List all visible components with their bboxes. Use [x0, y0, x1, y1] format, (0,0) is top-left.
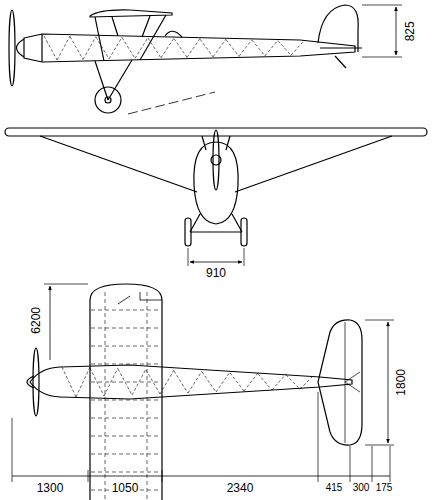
truss-line — [70, 37, 83, 60]
truss-line — [286, 375, 300, 389]
truss-line — [187, 39, 200, 58]
propeller-front — [213, 130, 219, 190]
truss-line — [216, 372, 230, 392]
front-view — [5, 128, 427, 266]
truss-line — [160, 370, 174, 394]
truss-line — [202, 372, 216, 392]
wing-rib — [91, 346, 161, 347]
dimension-label: 1050 — [111, 482, 140, 495]
truss-line — [148, 38, 161, 58]
wing-rib — [91, 418, 161, 419]
truss-line — [62, 367, 76, 397]
truss-line — [239, 40, 252, 57]
fuselage-front — [194, 142, 238, 224]
tailplane-plan — [318, 320, 362, 445]
truss-line — [44, 36, 57, 60]
cockpit — [165, 31, 182, 37]
truss-line — [57, 36, 70, 60]
truss-line — [83, 37, 96, 60]
wing-rib — [91, 436, 161, 437]
plan-view — [12, 284, 394, 500]
truss-line — [96, 37, 109, 59]
truss-line — [188, 371, 202, 393]
truss-line — [174, 371, 188, 393]
wing-rib — [91, 310, 161, 311]
fuselage — [24, 34, 355, 62]
truss-line — [122, 38, 135, 59]
wheel-front — [241, 218, 247, 246]
truss-line — [230, 373, 244, 391]
truss-line — [278, 41, 291, 56]
dimension-label: 910 — [205, 267, 227, 280]
wing-plan — [90, 284, 162, 500]
dimension-label: 175 — [375, 483, 394, 494]
wing-rib — [91, 454, 161, 455]
truss-line — [244, 373, 258, 391]
dimension-label: 825 — [404, 20, 417, 42]
wing-front — [5, 128, 427, 136]
side-view — [9, 5, 402, 114]
truss-line — [213, 39, 226, 57]
dimension-label: 6200 — [30, 306, 43, 335]
fin-rudder — [318, 5, 358, 52]
truss-line — [258, 374, 272, 390]
wheel — [95, 87, 121, 113]
truss-line — [291, 41, 304, 56]
truss-line — [135, 38, 148, 59]
truss-line — [174, 39, 187, 58]
wing-rib — [91, 364, 161, 365]
dimension-label: 1300 — [36, 482, 65, 495]
truss-line — [109, 37, 122, 59]
dimension-label: 2340 — [226, 482, 255, 495]
dimension-label: 300 — [352, 483, 371, 494]
truss-line — [252, 40, 265, 56]
truss-line — [200, 39, 213, 57]
truss-line — [226, 40, 239, 57]
wing-rib — [91, 382, 161, 383]
propeller-plan — [33, 348, 39, 416]
parasol-wing — [90, 10, 172, 17]
dimension-label: 1800 — [395, 368, 408, 397]
wheel-front — [185, 218, 191, 246]
wing-rib — [91, 328, 161, 329]
tailplane — [320, 47, 362, 48]
wing-rib — [91, 400, 161, 401]
truss-line — [76, 367, 90, 397]
spinner — [17, 39, 25, 57]
propeller — [9, 10, 15, 86]
fuselage-plan — [30, 365, 352, 399]
tail-skid — [335, 56, 346, 68]
truss-line — [265, 40, 278, 56]
truss-line — [161, 38, 174, 58]
truss-line — [300, 375, 314, 389]
wing-rib — [91, 472, 161, 473]
dimension-label: 415 — [325, 483, 344, 494]
truss-line — [272, 374, 286, 390]
